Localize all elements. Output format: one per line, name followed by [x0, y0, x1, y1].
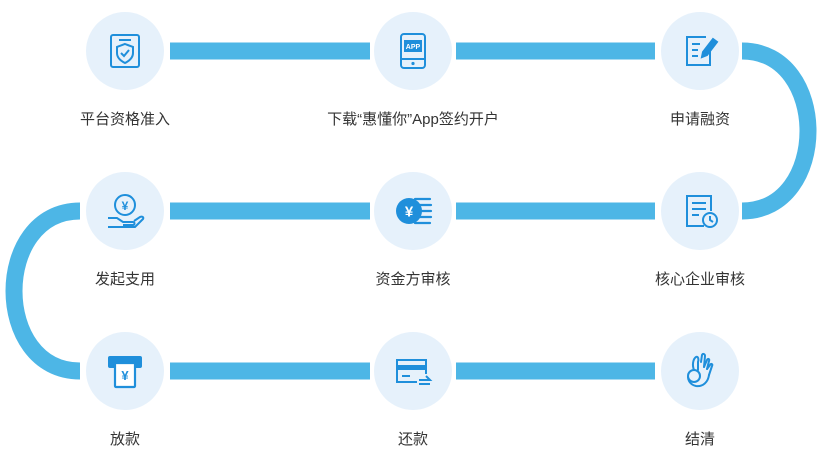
- step-platform-access: 平台资格准入: [35, 12, 215, 152]
- step-circle: ¥: [86, 332, 164, 410]
- yuan-symbol: ¥: [122, 199, 129, 213]
- step-disbursement: ¥ 放款: [35, 332, 215, 472]
- step-apply-financing: 申请融资: [610, 12, 790, 152]
- connector-6-7-curve: [5, 202, 81, 380]
- yuan-symbol: ¥: [405, 204, 414, 221]
- step-circle: [86, 12, 164, 90]
- step-initiate-drawdown: ¥ 发起支用: [35, 172, 215, 312]
- ok-hand-icon: [687, 352, 714, 388]
- form-edit-icon: [686, 36, 719, 66]
- yuan-symbol: ¥: [121, 368, 129, 383]
- step-circle: [661, 332, 739, 410]
- step-download-app: APP 下载“惠懂你”App签约开户: [323, 12, 503, 152]
- step-label: 申请融资: [669, 111, 730, 128]
- step-circle: [661, 172, 739, 250]
- step-label: 平台资格准入: [79, 111, 170, 128]
- step-circle: ¥: [374, 172, 452, 250]
- step-label: 放款: [109, 431, 140, 448]
- step-settlement: 结清: [610, 332, 790, 472]
- connector-3-4-curve: [741, 42, 817, 220]
- step-core-enterprise-review: 核心企业审核: [610, 172, 790, 312]
- step-circle: [374, 332, 452, 410]
- step-label: 下载“惠懂你”App签约开户: [327, 111, 499, 128]
- atm-cash-icon: ¥: [108, 356, 142, 389]
- step-circle: [661, 12, 739, 90]
- step-label: 结清: [684, 431, 715, 448]
- step-circle: ¥: [86, 172, 164, 250]
- document-clock-icon: [686, 195, 718, 228]
- step-label: 资金方审核: [375, 271, 451, 288]
- step-funder-review: ¥ 资金方审核: [323, 172, 503, 312]
- step-label: 核心企业审核: [654, 271, 745, 288]
- shield-check-icon: [110, 34, 140, 68]
- app-phone-icon: APP: [400, 33, 426, 69]
- card-repay-icon: [396, 359, 433, 385]
- step-label: 还款: [397, 431, 428, 448]
- app-icon-text: APP: [406, 44, 421, 51]
- step-circle: APP: [374, 12, 452, 90]
- step-repayment: 还款: [323, 332, 503, 472]
- yuan-coins-icon: ¥: [396, 197, 433, 225]
- step-label: 发起支用: [94, 271, 155, 288]
- hand-coin-icon: ¥: [108, 194, 145, 228]
